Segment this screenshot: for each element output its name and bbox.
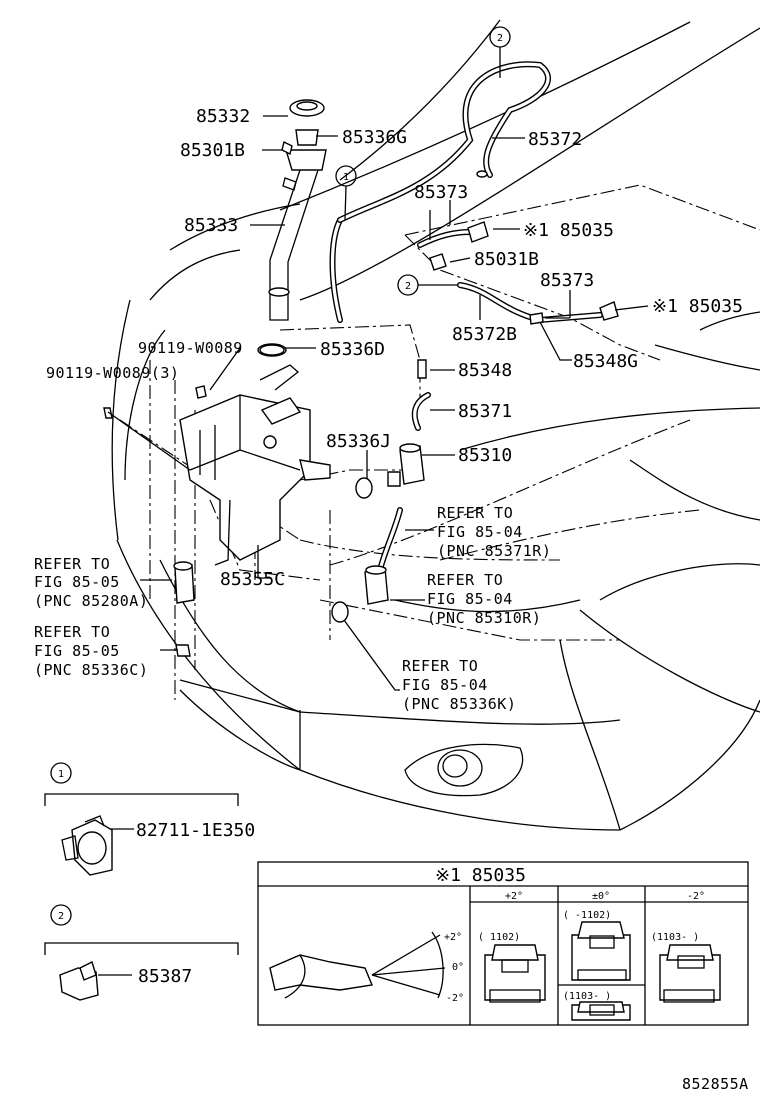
label-85372B: 85372B bbox=[452, 324, 517, 345]
inset-85035-table: ※1 85035 +2° ±0° -2° ( 1102) ( -1102) (1… bbox=[257, 861, 749, 1026]
label-85301B: 85301B bbox=[180, 140, 245, 161]
col-minus2: -2° bbox=[687, 891, 705, 902]
nozzle-zero-a bbox=[571, 921, 631, 981]
label-85371: 85371 bbox=[458, 401, 512, 422]
refer-line: FIG 85-04 bbox=[437, 523, 523, 541]
refer-line: FIG 85-05 bbox=[34, 642, 120, 660]
refer-line: REFER TO bbox=[427, 571, 503, 589]
label-85336J: 85336J bbox=[326, 431, 391, 452]
refer-line: FIG 85-04 bbox=[427, 590, 513, 608]
washer-tank bbox=[103, 343, 331, 566]
label-85332: 85332 bbox=[196, 106, 250, 127]
part-labels: 85332 85336G 85301B 85372 85333 85373 ※1… bbox=[46, 106, 743, 590]
label-85373-a: 85373 bbox=[414, 182, 468, 203]
nozzle-zero-b bbox=[571, 1001, 631, 1021]
refer-line: (PNC 85310R) bbox=[427, 609, 541, 627]
refer-line: REFER TO bbox=[34, 555, 110, 573]
refer-block-85310R: REFER TO FIG 85-04 (PNC 85310R) bbox=[427, 571, 541, 627]
callout-number: 1 bbox=[58, 769, 64, 780]
col-plus2: +2° bbox=[505, 891, 523, 902]
refer-line: FIG 85-05 bbox=[34, 573, 120, 591]
refer-line: REFER TO bbox=[437, 504, 513, 522]
label-85336D: 85336D bbox=[320, 339, 385, 360]
callout-number: 2 bbox=[58, 911, 64, 922]
label-90119-b: 90119-W0089(3) bbox=[46, 364, 179, 382]
label-85336G: 85336G bbox=[342, 127, 407, 148]
label-85372: 85372 bbox=[528, 129, 582, 150]
label-85333: 85333 bbox=[184, 215, 238, 236]
angle-zero: 0° bbox=[452, 962, 464, 973]
callout-number: 2 bbox=[497, 33, 503, 44]
leader-lines bbox=[107, 115, 649, 691]
callout-number: 1 bbox=[343, 172, 349, 183]
date-a: ( 1102) bbox=[478, 932, 520, 943]
date-c: (1103- ) bbox=[651, 932, 699, 943]
col-zero: ±0° bbox=[592, 891, 610, 902]
hoses bbox=[329, 61, 603, 613]
refer-line: FIG 85-04 bbox=[402, 676, 488, 694]
callout-number: 2 bbox=[405, 281, 411, 292]
callout-1-top: 1 bbox=[335, 165, 357, 221]
filler-pipe-85333 bbox=[268, 99, 327, 321]
callout-2-mid: 2 bbox=[397, 274, 458, 296]
refer-line: (PNC 85371R) bbox=[437, 542, 551, 560]
detail-2-clip: 2 85387 bbox=[44, 904, 239, 1001]
angle-minus: -2° bbox=[446, 993, 464, 1004]
label-85355C: 85355C bbox=[220, 569, 285, 590]
refer-line: REFER TO bbox=[34, 623, 110, 641]
refer-block-85280A: REFER TO FIG 85-05 (PNC 85280A) bbox=[34, 555, 148, 610]
small-parts bbox=[173, 170, 619, 657]
figure-code: 852855A bbox=[682, 1075, 749, 1093]
angle-plus: +2° bbox=[444, 932, 462, 943]
callout-2-top: 2 bbox=[489, 26, 511, 78]
label-90119-a: 90119-W0089 bbox=[138, 339, 243, 357]
refer-line: (PNC 85336C) bbox=[34, 661, 148, 679]
label-85035-a: ※1 85035 bbox=[523, 220, 614, 241]
label-85348: 85348 bbox=[458, 360, 512, 381]
label-85035-b: ※1 85035 bbox=[652, 296, 743, 317]
date-d: (1103- ) bbox=[563, 991, 611, 1002]
spray-angle-illustration: +2° 0° -2° bbox=[269, 931, 464, 1004]
nozzle-plus2 bbox=[484, 944, 546, 1003]
label-85387: 85387 bbox=[138, 966, 192, 987]
label-85031B: 85031B bbox=[474, 249, 539, 270]
refer-block-85371R: REFER TO FIG 85-04 (PNC 85371R) bbox=[437, 504, 551, 560]
refer-block-85336C: REFER TO FIG 85-05 (PNC 85336C) bbox=[34, 623, 148, 679]
label-85373-b: 85373 bbox=[540, 270, 594, 291]
refer-line: REFER TO bbox=[402, 657, 478, 675]
date-b: ( -1102) bbox=[563, 910, 611, 921]
refer-block-85336K: REFER TO FIG 85-04 (PNC 85336K) bbox=[402, 657, 516, 713]
label-82711: 82711-1E350 bbox=[136, 820, 255, 841]
car-body-outline bbox=[111, 19, 760, 831]
detail-1-clamp: 1 82711-1E350 bbox=[44, 762, 255, 876]
label-85310: 85310 bbox=[458, 445, 512, 466]
hood-dashed-lines bbox=[119, 184, 760, 700]
refer-line: (PNC 85280A) bbox=[34, 592, 148, 610]
refer-line: (PNC 85336K) bbox=[402, 695, 516, 713]
label-85348G: 85348G bbox=[573, 351, 638, 372]
inset-title: ※1 85035 bbox=[435, 865, 526, 886]
nozzle-minus2 bbox=[659, 944, 721, 1003]
